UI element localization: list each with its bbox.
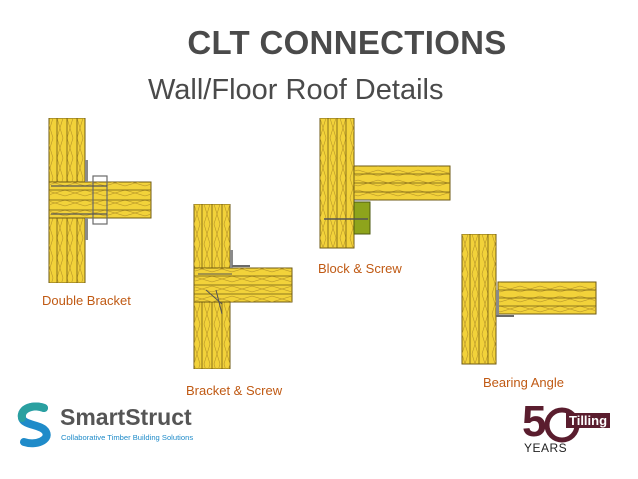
double-bracket-caption: Double Bracket <box>42 293 131 308</box>
page-title: CLT CONNECTIONS <box>187 24 507 61</box>
block-and-screw-detail <box>319 118 451 249</box>
block-and-screw-caption: Block & Screw <box>318 261 402 276</box>
smartstruct-tagline: Collaborative Timber Building Solutions <box>61 433 194 442</box>
bracket-and-screw-detail <box>193 204 293 369</box>
tilling-years: YEARS <box>524 441 568 455</box>
smartstruct-s-icon <box>17 402 51 448</box>
tilling-logo: 5 Tilling YEARS <box>522 397 614 459</box>
tilling-fifty-mark: 5 <box>522 397 547 446</box>
bracket-and-screw-caption: Bracket & Screw <box>186 383 283 398</box>
bearing-angle-caption: Bearing Angle <box>483 375 564 390</box>
bearing-angle-detail <box>461 234 597 365</box>
tilling-name: Tilling <box>566 413 611 428</box>
smartstruct-logo: SmartStruct Collaborative Timber Buildin… <box>10 400 210 450</box>
smartstruct-name: SmartStruct <box>60 404 192 430</box>
page-subtitle: Wall/Floor Roof Details <box>148 74 444 106</box>
double-bracket-detail <box>48 118 152 283</box>
